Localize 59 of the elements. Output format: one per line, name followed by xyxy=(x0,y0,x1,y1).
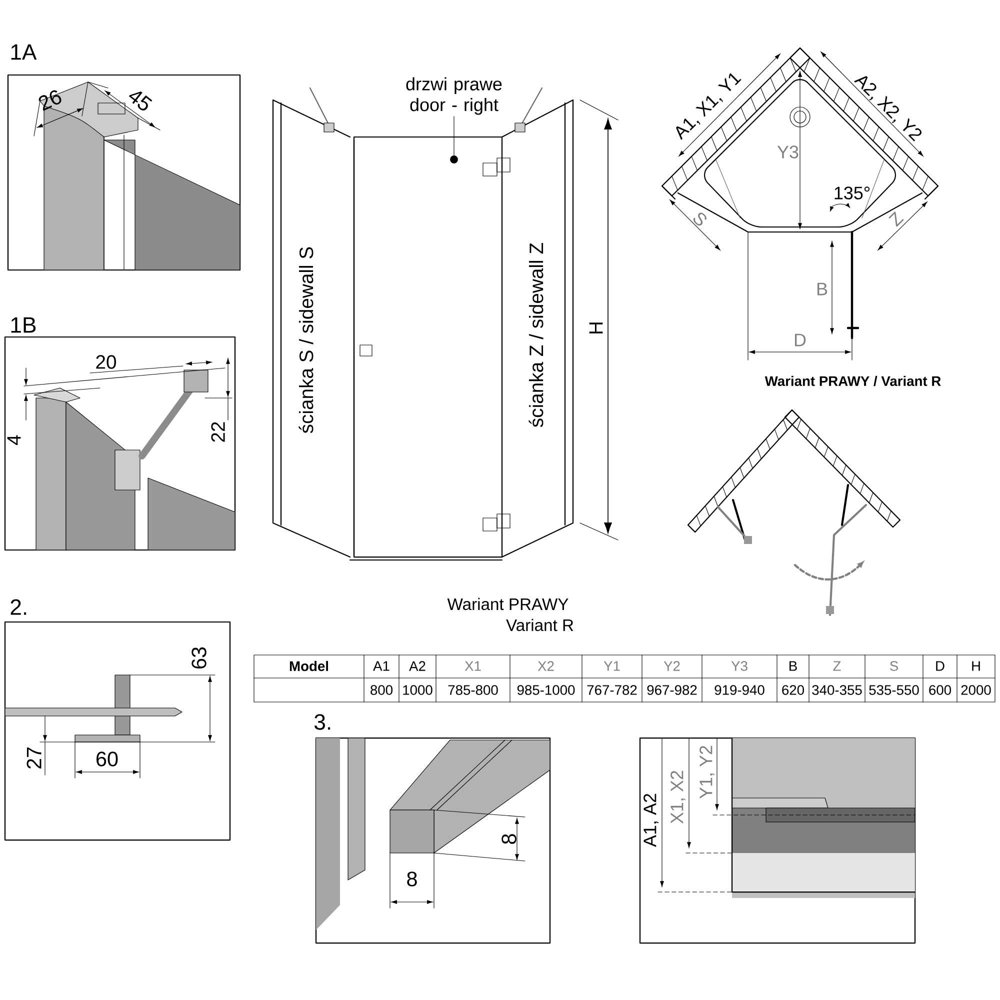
angle-label: 135° xyxy=(834,186,870,200)
dimension-label: 20 xyxy=(96,355,116,369)
table-header: Y1 xyxy=(604,661,620,671)
panel-label: 3. xyxy=(314,714,330,730)
table-header: X1 xyxy=(464,661,481,671)
dimension-label: B xyxy=(817,282,828,296)
dimension-label: 63 xyxy=(192,647,206,668)
leader-line xyxy=(450,116,458,164)
panel-label: 2. xyxy=(10,599,26,615)
dimension-label: 45 xyxy=(128,92,152,110)
dimension-label: D xyxy=(794,334,806,346)
dimension-label: 60 xyxy=(96,752,118,766)
table-header: Y3 xyxy=(731,661,748,671)
table-value: 340-355 xyxy=(812,685,862,695)
dimension-label: X1, X2 xyxy=(670,770,686,824)
dimension-label: 4 xyxy=(7,435,21,445)
dimension-label: A1, A2 xyxy=(644,794,658,847)
table-header: X2 xyxy=(538,661,554,671)
wall-label: ścianka S / sidewall S xyxy=(298,247,314,434)
dimension-label: 26 xyxy=(38,90,62,111)
table-header: H xyxy=(972,661,980,671)
table-value: 620 xyxy=(782,685,804,695)
dimension-label: 8 xyxy=(502,834,516,844)
table-value: 967-982 xyxy=(647,685,697,695)
table-value: 800 xyxy=(370,685,392,695)
table-value: 985-1000 xyxy=(517,685,575,695)
table-value: 785-800 xyxy=(448,685,498,695)
caption: Wariant PRAWY / Variant R xyxy=(764,376,941,386)
dimension-label: H xyxy=(589,322,603,334)
table-value: 1000 xyxy=(403,685,432,695)
table-value: 2000 xyxy=(961,685,991,695)
part-label: drzwi prawe door - right xyxy=(406,77,502,115)
table-header: D xyxy=(936,661,944,671)
caption: Variant R xyxy=(506,618,574,632)
table-header: Y2 xyxy=(664,661,680,671)
caption: Wariant PRAWY xyxy=(447,598,568,610)
table-header: S xyxy=(890,661,898,671)
table-header: Model xyxy=(290,660,328,672)
table-value: 600 xyxy=(929,685,952,695)
table-value: 919-940 xyxy=(714,685,764,695)
dimension-label: Y1, Y2 xyxy=(700,746,714,799)
table-header: Z xyxy=(833,661,841,671)
dimension-label: S xyxy=(693,212,706,226)
table-value: 767-782 xyxy=(587,685,637,695)
dimension-label: A2, X2, Y2 xyxy=(854,76,922,142)
table-header: B xyxy=(790,661,797,671)
dimension-label: 8 xyxy=(407,872,417,886)
dimension-label: 27 xyxy=(26,748,42,768)
dimension-label: Y3 xyxy=(777,146,798,158)
dimension-label: 22 xyxy=(211,422,225,442)
wall-label: ścianka Z / sidewall Z xyxy=(528,243,544,428)
table-value: 535-550 xyxy=(869,685,919,695)
table-header: A2 xyxy=(409,661,426,671)
dimension-label: A1, X1, Y1 xyxy=(676,73,742,140)
dimension-label: Z xyxy=(888,211,904,227)
table-header: A1 xyxy=(373,661,390,671)
panel-label: 1B xyxy=(11,317,36,333)
panel-label: 1A xyxy=(11,44,37,60)
door-panel xyxy=(353,136,503,558)
